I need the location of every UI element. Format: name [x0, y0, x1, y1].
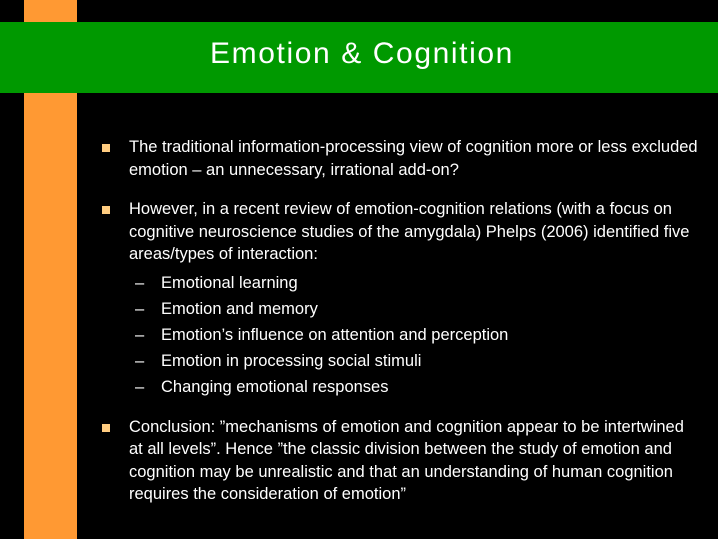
sub-list-item: – Emotion and memory — [129, 296, 701, 322]
bullet-item: However, in a recent review of emotion-c… — [101, 198, 701, 400]
square-bullet-icon — [102, 144, 110, 152]
square-bullet-icon — [102, 206, 110, 214]
dash-marker: – — [135, 299, 145, 318]
slide-title: Emotion & Cognition — [210, 37, 514, 70]
sub-list-item: – Emotion’s influence on attention and p… — [129, 322, 701, 348]
slide-body: The traditional information-processing v… — [101, 136, 701, 506]
sub-item-text: Emotion and memory — [161, 299, 318, 318]
bullet-item: Conclusion: ”mechanisms of emotion and c… — [101, 416, 701, 506]
sub-list-item: – Emotional learning — [129, 270, 701, 296]
bullet-item: The traditional information-processing v… — [101, 136, 701, 181]
sub-item-text: Emotion’s influence on attention and per… — [161, 325, 509, 344]
sub-list-item: – Changing emotional responses — [129, 374, 701, 400]
bullet-text: However, in a recent review of emotion-c… — [129, 200, 690, 263]
sub-list: – Emotional learning – Emotion and memor… — [129, 270, 701, 400]
dash-marker: – — [135, 351, 145, 370]
sub-list-item: – Emotion in processing social stimuli — [129, 348, 701, 374]
sub-item-text: Changing emotional responses — [161, 377, 389, 396]
square-bullet-icon — [102, 423, 110, 432]
bullet-text: Conclusion: ”mechanisms of emotion and c… — [129, 417, 684, 504]
sub-item-text: Emotion in processing social stimuli — [161, 351, 422, 370]
sub-item-text: Emotional learning — [161, 273, 298, 292]
dash-marker: – — [135, 377, 145, 396]
dash-marker: – — [135, 273, 145, 292]
dash-marker: – — [135, 325, 145, 344]
title-band — [0, 22, 718, 93]
bullet-text: The traditional information-processing v… — [129, 138, 698, 179]
